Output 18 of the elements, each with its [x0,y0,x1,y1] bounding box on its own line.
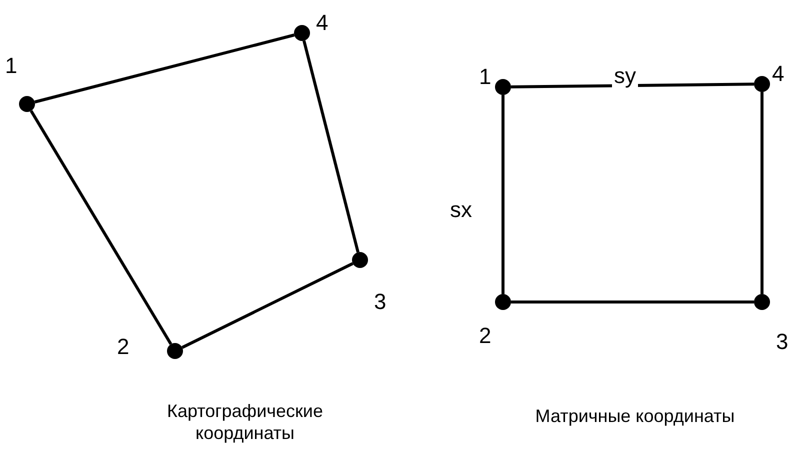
edge-line [30,110,172,345]
vertex-number: 3 [374,290,386,314]
edge-line [182,262,354,349]
vertex-number: 4 [316,11,328,35]
edge-line [760,92,764,294]
edge-line [510,82,754,88]
edge-line [511,300,754,304]
edge-line [34,34,295,104]
edge-line [502,95,504,294]
vertex-number: 1 [5,54,18,78]
caption: Картографические координаты [166,400,324,444]
vertex-number: 3 [776,330,788,354]
vertex-number: 2 [479,324,492,348]
vertex-number: 2 [117,335,130,359]
vertex-number: 4 [772,62,784,86]
vertex-number: 1 [479,65,492,89]
caption: Матричные координаты [535,405,735,427]
edge-line [302,40,360,253]
